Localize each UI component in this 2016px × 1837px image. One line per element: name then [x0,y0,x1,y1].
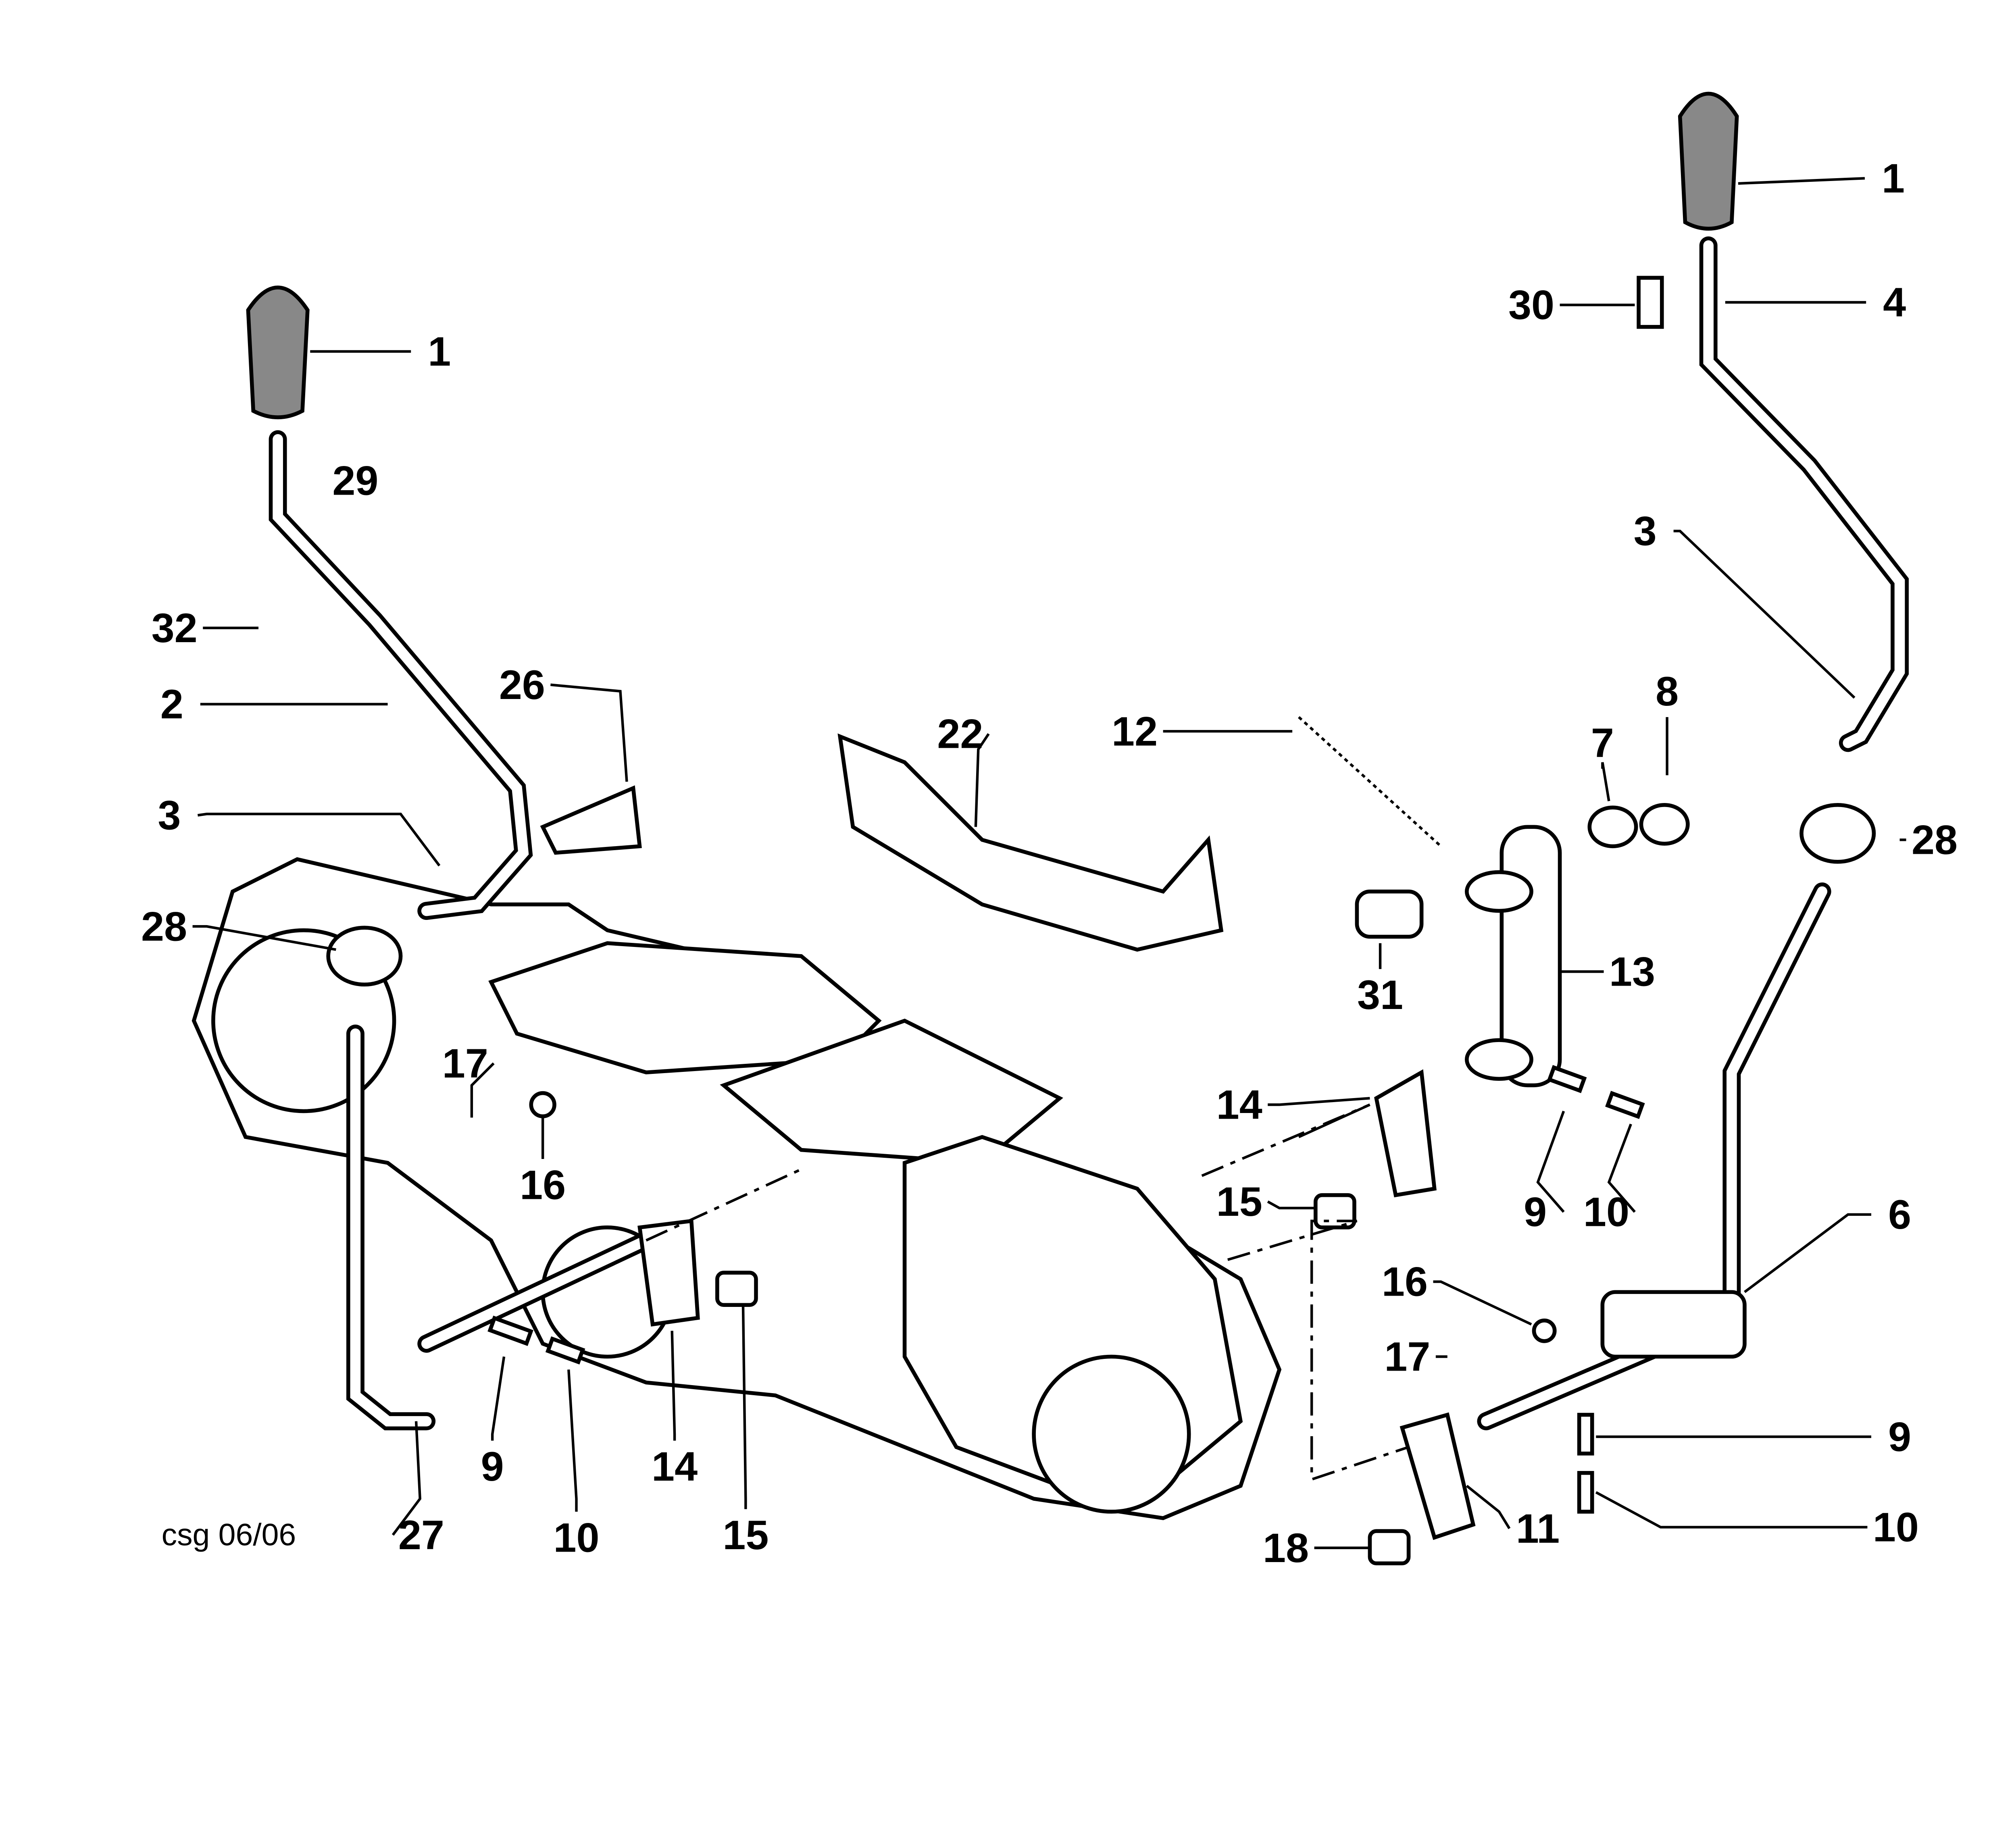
callout-label-7: 7 [1591,720,1614,766]
callout-label-16: 16 [520,1161,566,1208]
callout-label-4: 4 [1883,279,1906,325]
leader-line [1536,1111,1565,1213]
callout-label-18: 18 [1263,1525,1309,1571]
leader-line [1738,177,1865,185]
callout-label-17: 17 [442,1040,488,1086]
callout-label-15: 15 [723,1512,768,1558]
leader-line [1466,1485,1511,1529]
callout-label-13: 13 [1609,949,1655,995]
leader-line [1607,1123,1636,1213]
callout-label-6: 6 [1888,1191,1911,1238]
callout-label-8: 8 [1656,668,1679,714]
link-plate-13 [1465,825,1562,1088]
callout-label-14: 14 [1216,1082,1262,1128]
callout-label-9: 9 [481,1443,504,1490]
callout-label-17: 17 [1384,1334,1430,1380]
callout-label-9: 9 [1888,1413,1911,1460]
callout-label-11: 11 [1516,1505,1560,1552]
callout-label-3: 3 [158,792,181,838]
leader-line [192,925,336,951]
callout-label-3: 3 [1634,508,1657,554]
leader-line [1268,1097,1370,1106]
callout-label-9: 9 [1524,1189,1547,1235]
callout-label-27: 27 [398,1512,444,1558]
leader-line [1267,1200,1316,1209]
leader-line [1673,530,1856,699]
callout-label-30: 30 [1508,282,1554,328]
small-parts [326,276,1876,1566]
callout-label-1: 1 [1882,155,1905,202]
callout-label-29: 29 [332,458,378,504]
leader-line [392,1421,421,1536]
callout-label-10: 10 [1583,1189,1629,1235]
leader-line [1595,1491,1868,1529]
drawing-code: csg 06/06 [162,1517,296,1552]
leader-line [974,733,990,827]
leader-line [1601,762,1610,801]
callout-label-32: 32 [152,605,198,651]
callout-label-1: 1 [428,328,451,374]
callout-label-2: 2 [160,681,183,727]
callout-label-31: 31 [1357,972,1403,1018]
callout-label-16: 16 [1382,1259,1428,1305]
leader-line [741,1305,747,1509]
leader-line [470,1062,495,1118]
gearbox-housing [192,857,1282,1520]
spring-12 [1297,716,1442,847]
callout-label-26: 26 [499,662,545,708]
callout-label-12: 12 [1112,708,1158,754]
leader-line [491,1356,506,1441]
left-gear-lever [246,285,656,1431]
callout-label-10: 10 [1873,1504,1919,1550]
leader-line [1743,1213,1872,1293]
callout-label-15: 15 [1216,1178,1262,1225]
bracket-22 [837,733,1224,952]
leader-line [671,1331,676,1441]
callout-label-14: 14 [652,1443,698,1490]
callout-label-28: 28 [141,903,187,949]
leader-line [1433,1280,1532,1326]
right-gear-lever [1477,92,1909,1431]
callout-label-10: 10 [553,1514,599,1560]
callout-label-22: 22 [937,711,983,757]
callout-label-28: 28 [1912,817,1958,863]
leader-lines [192,177,1906,1549]
leader-line [550,683,628,782]
leader-line [197,813,441,867]
leader-line [567,1369,578,1512]
